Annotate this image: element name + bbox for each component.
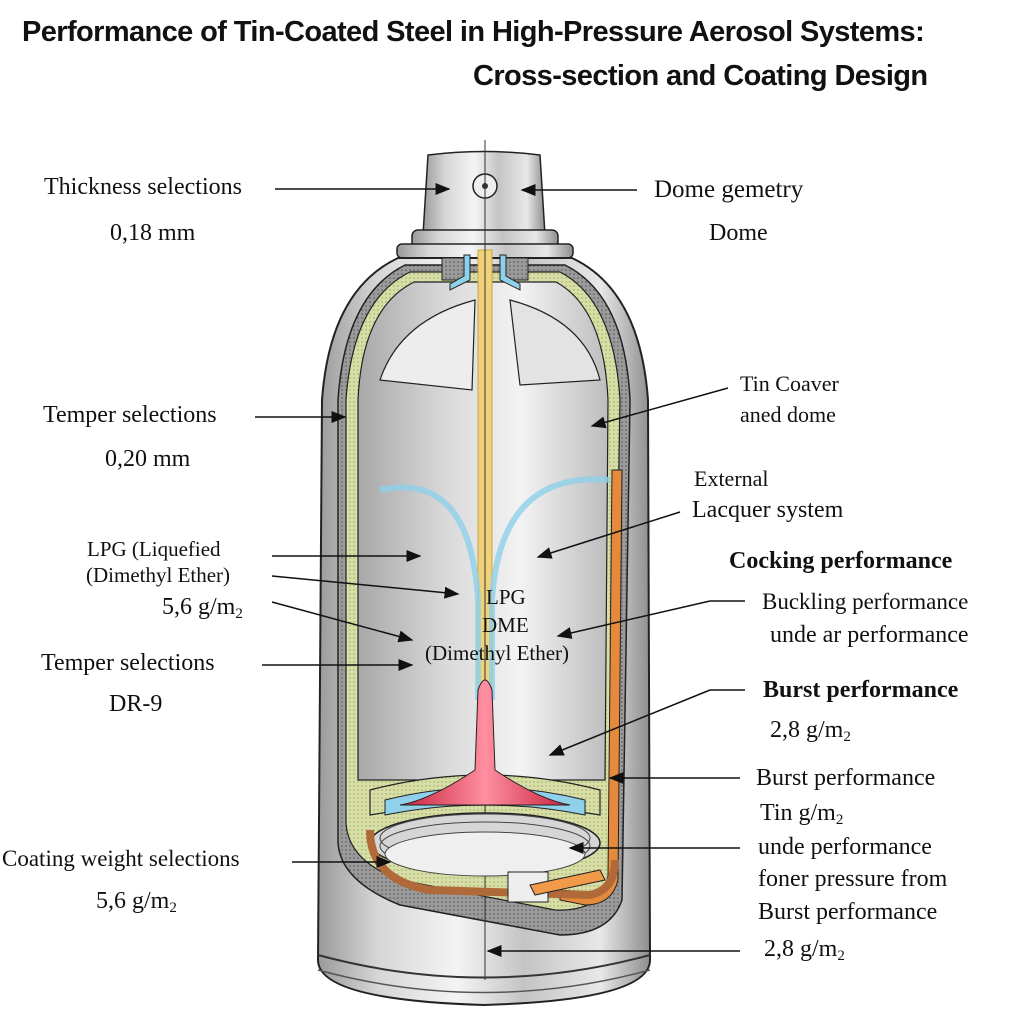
diagram-title-line-1: Performance of Tin-Coated Steel in High-…	[22, 16, 925, 48]
label-tin-cover: Tin Coaver	[740, 371, 839, 396]
value-coating-weight: 5,6 g/m2	[96, 888, 177, 917]
label-temper-selections-2: Temper selections	[41, 650, 215, 676]
value-coating-1-text: 5,6 g/m	[162, 594, 236, 620]
label-temper-selections-1: Temper selections	[43, 402, 217, 428]
label-dimethyl-ether: (Dimethyl Ether)	[86, 563, 231, 587]
value-coating-weight-text: 5,6 g/m	[96, 888, 170, 914]
label-cocking-performance: Cocking performance	[729, 548, 953, 574]
value-tin-text: Tin g/m	[760, 800, 836, 826]
value-tin-sub: 2	[835, 812, 844, 828]
label-lacquer-system: Lacquer system	[692, 497, 844, 523]
value-burst-3-sub: 2	[837, 948, 845, 964]
label-dome-geometry: Dome gemetry	[654, 176, 804, 203]
label-burst-performance-2: Burst performance	[756, 765, 936, 791]
value-burst-1-sub: 2	[843, 729, 851, 745]
label-thickness-selections: Thickness selections	[44, 174, 242, 200]
label-coating-weight-selections: Coating weight selections	[2, 846, 240, 871]
value-burst-1: 2,8 g/m2	[770, 717, 851, 746]
value-coating-1: 5,6 g/m2	[162, 594, 243, 623]
label-burst-performance-1: Burst performance	[763, 677, 959, 703]
leader-lines-right	[486, 184, 745, 957]
value-temper-2: DR-9	[109, 691, 163, 717]
value-temper-1: 0,20 mm	[105, 446, 191, 472]
label-unde-performance: unde performance	[758, 834, 932, 860]
label-buckling-performance: Buckling performance	[762, 589, 969, 614]
valve-cone	[399, 679, 571, 806]
label-foner-pressure: foner pressure from	[758, 866, 948, 892]
label-external: External	[694, 466, 769, 491]
label-unde-ar-performance: unde ar performance	[770, 622, 969, 648]
value-tin: Tin g/m2	[760, 800, 843, 829]
center-label-dme: DME	[482, 613, 529, 637]
center-label-lpg: LPG	[486, 585, 526, 609]
value-coating-1-sub: 2	[235, 606, 243, 622]
label-burst-performance-3: Burst performance	[758, 899, 938, 925]
value-burst-3: 2,8 g/m2	[764, 936, 845, 965]
center-label-dimethyl-ether: (Dimethyl Ether)	[425, 641, 570, 665]
diagram-title-line-2: Cross-section and Coating Design	[473, 60, 928, 92]
value-burst-1-text: 2,8 g/m	[770, 717, 844, 743]
value-burst-3-text: 2,8 g/m	[764, 936, 838, 962]
threaded-ring	[369, 812, 601, 877]
label-aned-dome: aned dome	[740, 402, 836, 427]
label-lpg-liquefied: LPG (Liquefied	[87, 537, 221, 561]
value-coating-weight-sub: 2	[169, 900, 177, 916]
leader-lines-left	[255, 183, 460, 868]
value-dome: Dome	[709, 220, 768, 246]
value-thickness: 0,18 mm	[110, 220, 196, 246]
